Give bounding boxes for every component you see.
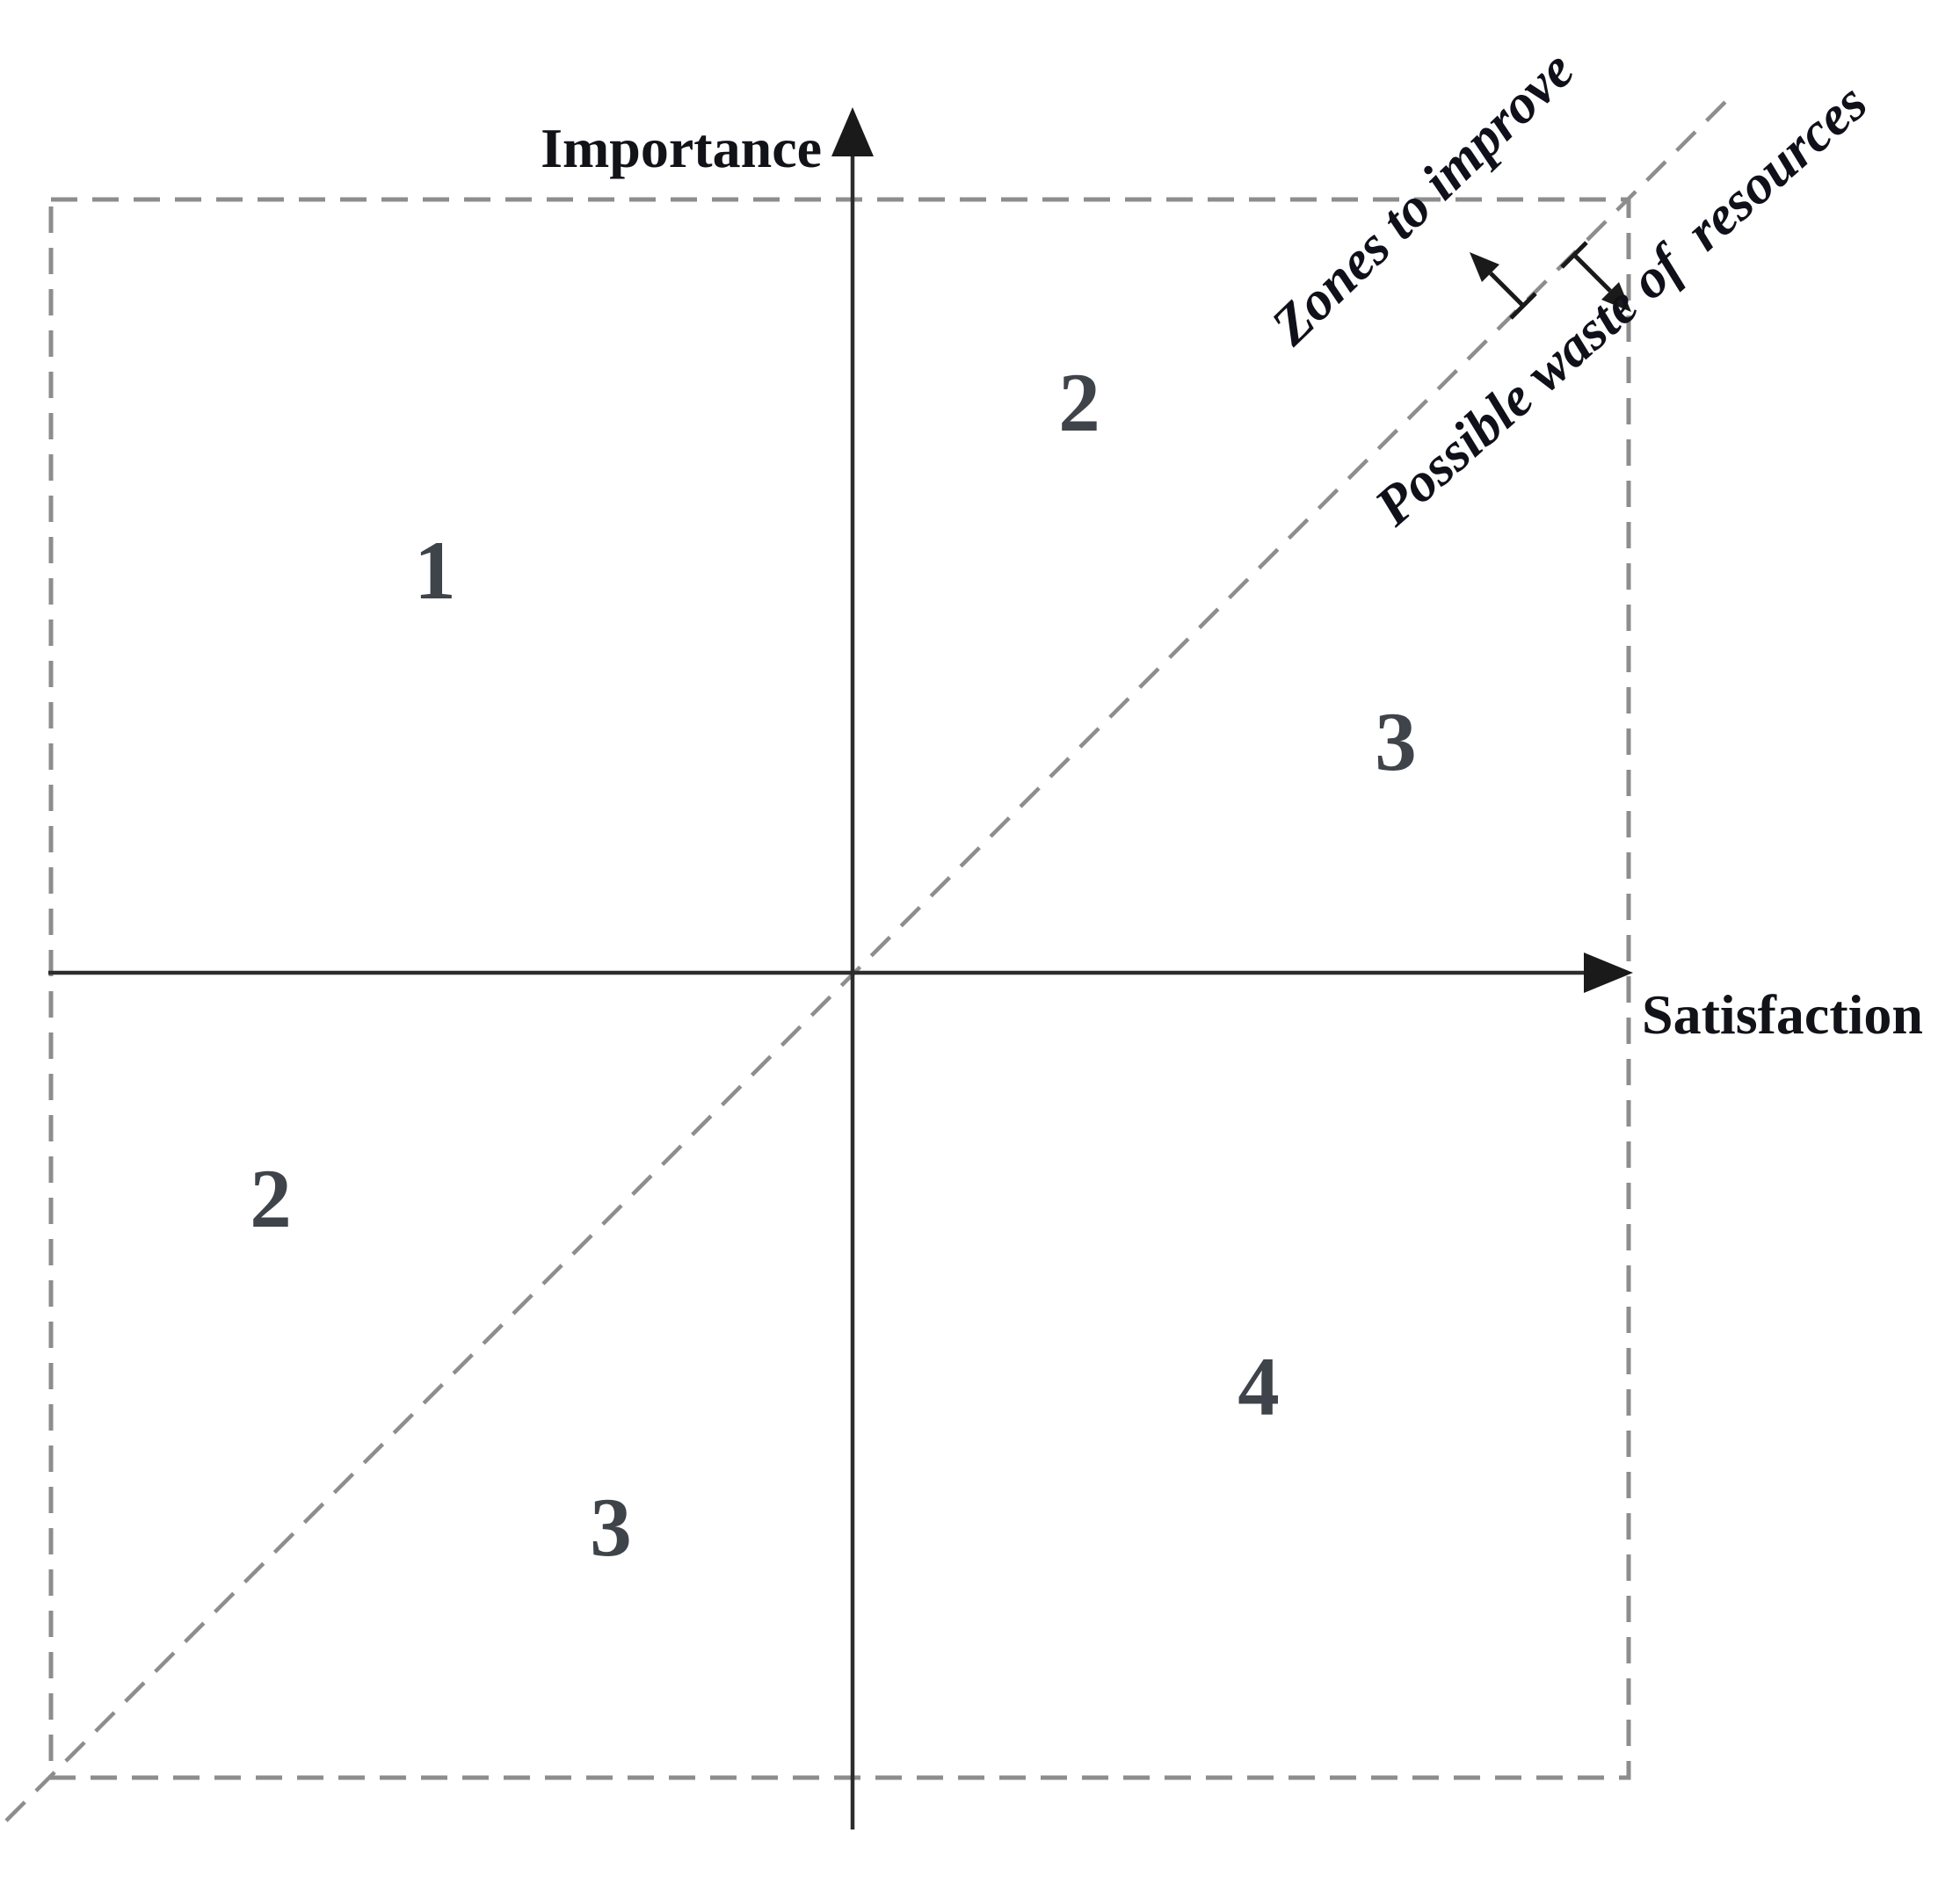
zone-1-upper-left-label: 1 <box>414 524 456 617</box>
waste-arrowhead-icon <box>1601 282 1631 312</box>
zone-4-lower-right-label: 4 <box>1238 1340 1280 1433</box>
waste-arrow-shaft <box>1572 253 1612 293</box>
x-axis-label: Satisfaction <box>1642 983 1923 1046</box>
zone-3-lower-left-label: 3 <box>590 1481 632 1574</box>
zone-2-lower-left-label: 2 <box>250 1152 292 1245</box>
improve-arrow-shaft <box>1489 272 1525 308</box>
up-arrowhead-icon <box>831 107 874 156</box>
improve-arrowhead-icon <box>1470 252 1499 282</box>
right-arrowhead-icon <box>1584 953 1633 993</box>
dashed-boundary-box <box>48 197 1631 1780</box>
y-axis-label: Importance <box>541 117 822 179</box>
zone-3-upper-right-label: 3 <box>1375 695 1417 788</box>
zone-2-upper-right-label: 2 <box>1058 356 1100 449</box>
improve-direction-arrow <box>1470 252 1537 320</box>
diagonal-dashed-line <box>4 92 1735 1822</box>
waste-direction-arrow <box>1560 241 1631 312</box>
